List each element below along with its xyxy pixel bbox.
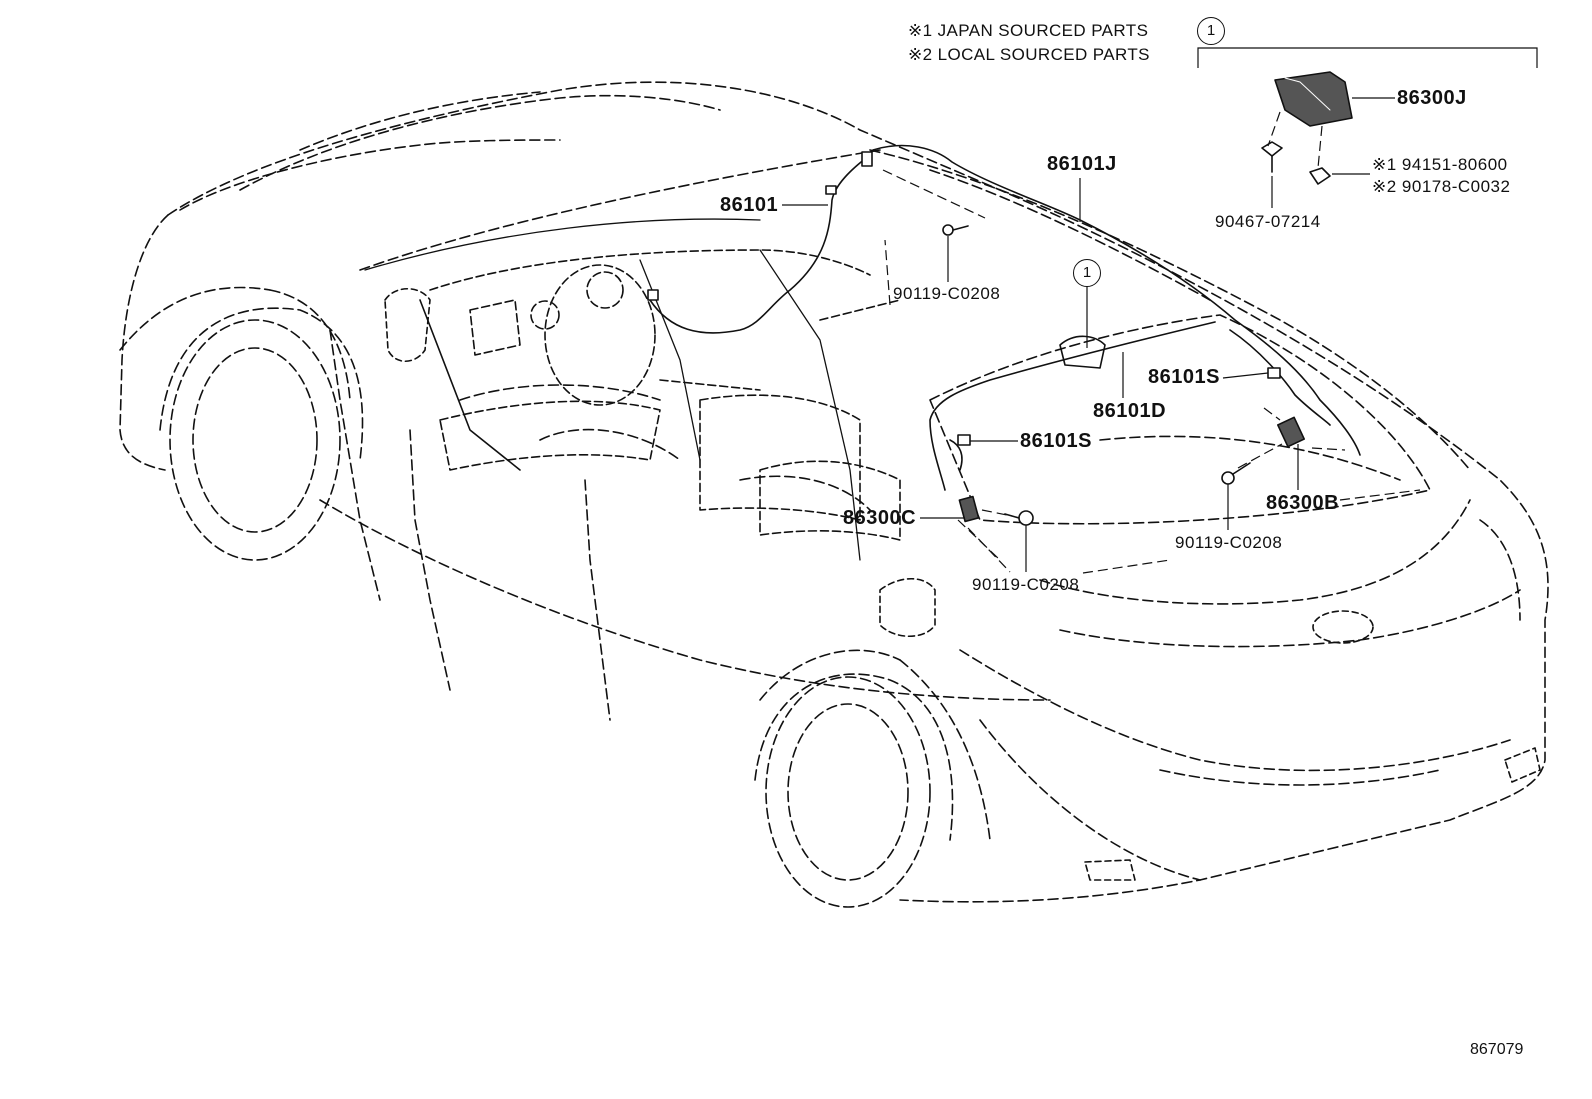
note-local-sourced: ※2 LOCAL SOURCED PARTS xyxy=(908,45,1150,64)
circled-number-icon-car: 1 xyxy=(1073,259,1101,287)
front-wheel-outline xyxy=(169,319,341,561)
rear-window-antenna xyxy=(1059,335,1106,369)
part-94151-80600[interactable]: ※1 94151-80600 xyxy=(1372,155,1508,174)
rear-emblem xyxy=(1312,610,1374,644)
part-86101[interactable]: 86101 xyxy=(720,194,779,216)
part-86101S-right[interactable]: 86101S xyxy=(1148,366,1220,388)
part-90119-C0208-top[interactable]: 90119-C0208 xyxy=(893,284,1001,303)
part-90467-07214[interactable]: 90467-07214 xyxy=(1215,212,1321,231)
part-86300J[interactable]: 86300J xyxy=(1397,87,1467,109)
clip-icon xyxy=(1261,141,1283,173)
figure-id: 867079 xyxy=(1470,1041,1524,1058)
part-86300C[interactable]: 86300C xyxy=(843,507,917,529)
note-japan-sourced: ※1 JAPAN SOURCED PARTS xyxy=(908,21,1149,40)
part-86101J[interactable]: 86101J xyxy=(1047,153,1117,175)
amplifier-86300C xyxy=(958,495,980,523)
harness-86101 xyxy=(649,154,871,334)
part-86300B[interactable]: 86300B xyxy=(1266,492,1340,514)
part-86101S-left[interactable]: 86101S xyxy=(1020,430,1092,452)
rear-wheel-outline xyxy=(765,676,931,908)
part-86101D[interactable]: 86101D xyxy=(1093,400,1167,422)
part-90119-C0208-bottom[interactable]: 90119-C0208 xyxy=(972,575,1080,594)
nut-icon xyxy=(1309,167,1331,185)
part-90178-C0032[interactable]: ※2 90178-C0032 xyxy=(1372,177,1511,196)
harness-86101D xyxy=(929,321,1216,491)
part-90119-C0208-right[interactable]: 90119-C0208 xyxy=(1175,533,1283,552)
amplifier-86300B xyxy=(1276,416,1306,448)
bolt-icon xyxy=(942,224,969,236)
circled-number-icon: 1 xyxy=(1197,17,1225,45)
antenna-module-icon xyxy=(1274,71,1353,127)
